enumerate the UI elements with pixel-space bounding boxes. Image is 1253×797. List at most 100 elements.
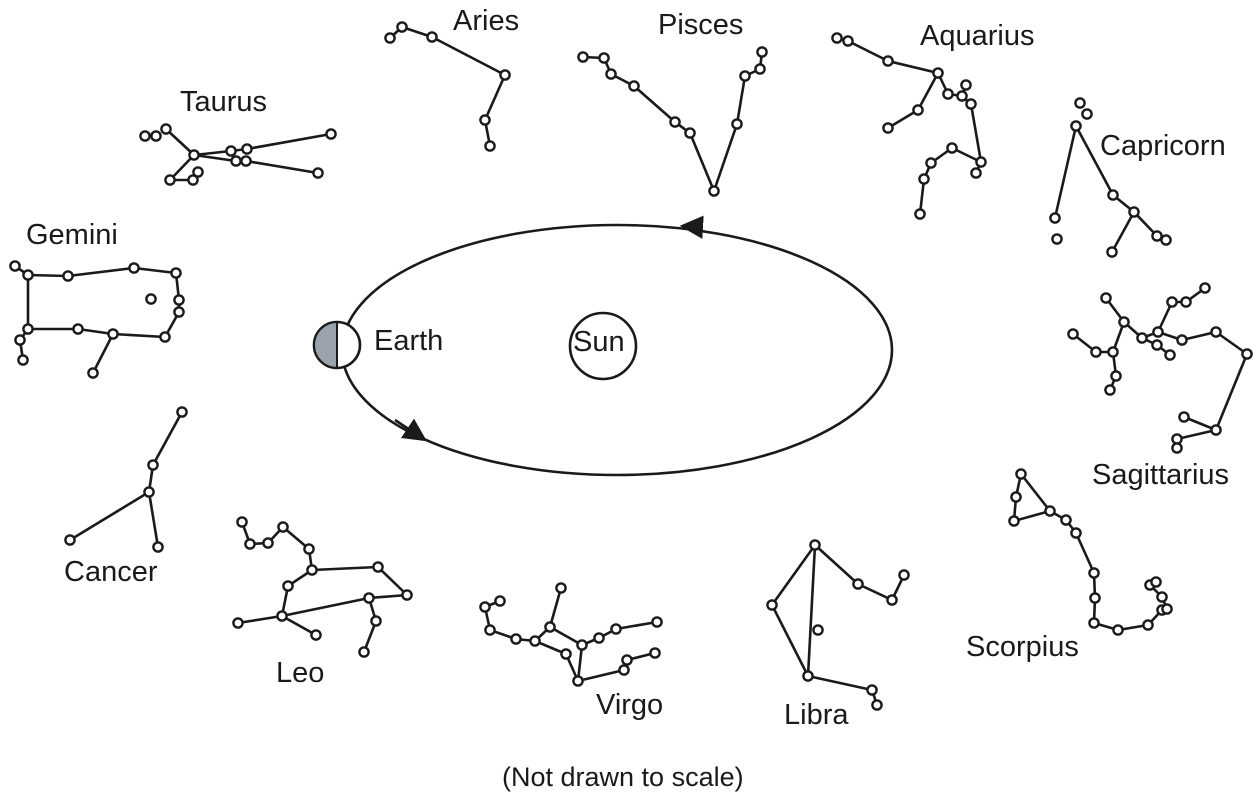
sun-circle [568,311,638,381]
leo-star [363,592,375,604]
pisces-constellation [577,46,768,197]
orbit-arrow-bottom [394,418,427,442]
sagittarius-star [1067,328,1079,340]
taurus-line [164,127,196,157]
pisces-label: Pisces [658,9,744,41]
scorpius-star [1088,567,1100,579]
taurus-star [188,149,200,161]
sagittarius-line [1214,352,1249,432]
constellations [9,21,1253,711]
leo-star [358,646,370,658]
pisces-line [712,122,739,193]
leo-line [367,593,409,600]
leo-star [303,543,315,555]
pisces-line [688,131,716,193]
aries-star [479,114,491,126]
scorpius-star [1156,591,1168,603]
gemini-star [62,270,74,282]
cancer-star [64,534,76,546]
cancer-label: Cancer [64,556,158,588]
pisces-star [731,118,743,130]
gemini-line [76,327,115,336]
capricorn-star [1107,189,1119,201]
capricorn-star [1049,212,1061,224]
libra-line [856,582,894,602]
aquarius-star [975,156,987,168]
scorpius-star [1008,515,1020,527]
sagittarius-star [1210,424,1222,436]
virgo-star [610,623,622,635]
virgo-star [544,621,556,633]
leo-line [280,614,318,637]
scorpius-star [1060,514,1072,526]
aquarius-star [965,98,977,110]
libra-star [886,594,898,606]
aquarius-star [882,122,894,134]
libra-line [806,543,817,678]
pisces-star [708,185,720,197]
scorpius-star [1010,491,1022,503]
sagittarius-line [1214,330,1249,356]
cancer-star [147,459,159,471]
sagittarius-constellation [1067,282,1253,454]
capricorn-line [1074,124,1115,197]
libra-label: Libra [784,699,849,731]
sagittarius-star [1100,292,1112,304]
aquarius-star [842,35,854,47]
capricorn-constellation [1049,97,1172,258]
scorpius-constellation [1008,468,1173,636]
aquarius-constellation [831,32,987,220]
virgo-star [621,654,633,666]
sagittarius-star [1171,442,1183,454]
capricorn-star [1074,97,1086,109]
aquarius-star [946,142,958,154]
taurus-star [150,130,162,142]
sagittarius-label: Sagittarius [1092,459,1230,491]
leo-star [262,537,274,549]
virgo-star [510,633,522,645]
gemini-star [22,323,34,335]
gemini-star [9,260,21,272]
sagittarius-star [1199,282,1211,294]
leo-star [306,564,318,576]
cancer-star [152,541,164,553]
capricorn-star [1151,230,1163,242]
taurus-line [244,159,320,175]
gemini-star [173,306,185,318]
libra-star [766,599,778,611]
virgo-star [555,582,567,594]
libra-star [802,670,814,682]
pisces-star [577,51,589,63]
sagittarius-star [1118,316,1130,328]
pisces-star [598,52,610,64]
taurus-star [325,128,337,140]
libra-line [770,603,810,678]
earth [312,320,362,370]
aquarius-line [886,59,940,75]
libra-star [898,569,910,581]
aries-star [396,21,408,33]
leo-line [376,565,409,597]
libra-constellation [766,539,910,711]
scorpius-star [1142,619,1154,631]
sagittarius-star [1178,411,1190,423]
pisces-line [632,84,677,124]
aquarius-label: Aquarius [920,20,1035,52]
gemini-star [72,323,84,335]
aquarius-line [916,71,940,112]
virgo-line [548,625,584,647]
aquarius-star [914,208,926,220]
sagittarius-line [1180,330,1218,342]
aries-line [483,73,507,122]
sagittarius-star [1176,334,1188,346]
cancer-line [68,490,151,542]
gemini-constellation [9,260,185,379]
aquarius-line [918,177,926,216]
sagittarius-star [1180,296,1192,308]
scorpius-line [1074,531,1096,575]
libra-star [809,539,821,551]
sagittarius-star [1090,346,1102,358]
virgo-star [618,664,630,676]
sun-label: Sun [573,326,625,358]
leo-star [244,538,256,550]
